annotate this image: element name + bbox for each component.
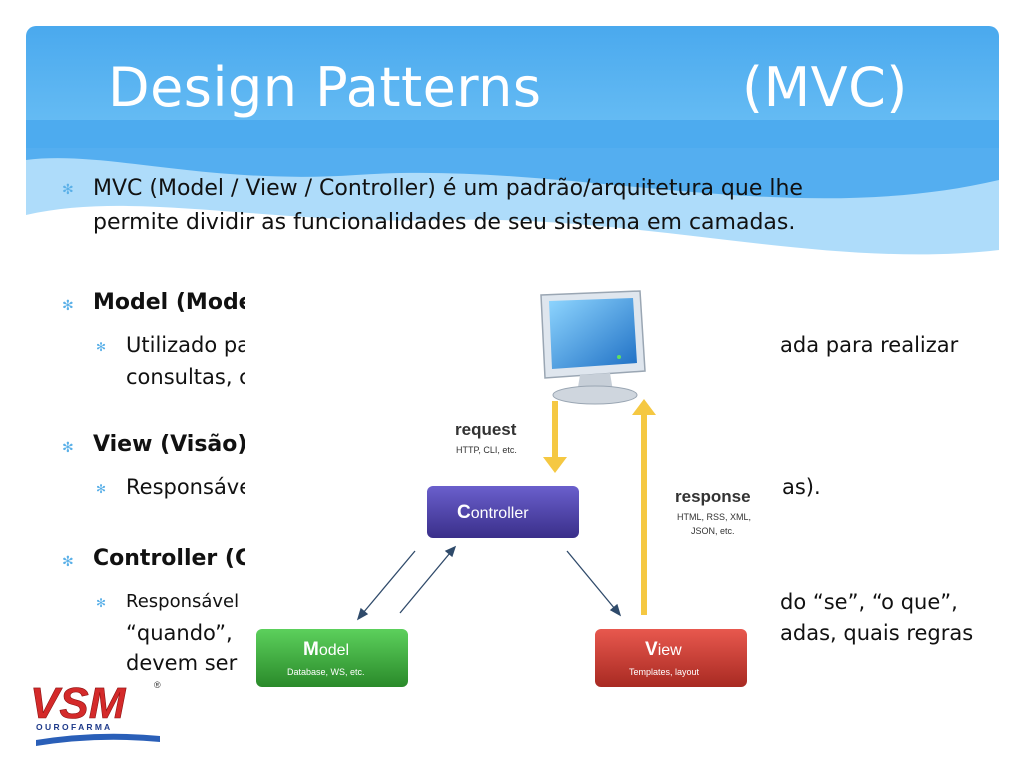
request-arrow-head: [543, 457, 567, 473]
controller-desc-left: Responsável: [126, 591, 240, 612]
view-box: View Templates, layout: [595, 629, 747, 687]
logo-subtitle: O U R O F A R M A: [36, 722, 110, 732]
logo-registered: ®: [154, 680, 161, 690]
sub-bullet-icon: ✻: [96, 340, 107, 354]
mvc-diagram-svg: request HTTP, CLI, etc. response HTML, R…: [256, 290, 751, 687]
mvc-diagram: request HTTP, CLI, etc. response HTML, R…: [245, 283, 780, 703]
model-sublabel: Database, WS, etc.: [287, 667, 365, 677]
model-desc-right: ada para realizar: [780, 333, 959, 357]
controller-desc-line2-left: “quando”,: [126, 621, 233, 645]
request-sublabel: HTTP, CLI, etc.: [456, 445, 517, 455]
logo-swoosh: [36, 733, 160, 746]
intro-text: MVC (Model / View / Controller) é um pad…: [93, 172, 963, 240]
controller-heading: Controller (C: [93, 546, 252, 571]
response-arrow-head: [632, 399, 656, 415]
bullet-icon: ✻: [62, 182, 74, 198]
model-initial: M: [303, 639, 319, 660]
svg-text:Model: Model: [303, 639, 349, 660]
view-sublabel: Templates, layout: [629, 667, 700, 677]
bullet-icon: ✻: [62, 298, 74, 314]
response-label: response: [675, 487, 751, 506]
controller-box: Controller: [427, 486, 579, 538]
view-initial: V: [645, 639, 658, 660]
controller-desc-line3: devem ser a: [126, 651, 257, 675]
model-desc-line2: consultas, c: [126, 365, 251, 389]
sub-bullet-icon: ✻: [96, 596, 107, 610]
computer-monitor-icon: [540, 290, 646, 405]
model-box: Model Database, WS, etc.: [256, 629, 408, 687]
controller-model-arrows: [356, 545, 457, 621]
bullet-icon: ✻: [62, 440, 74, 456]
request-arrow: [552, 401, 558, 459]
response-arrow: [641, 413, 647, 615]
controller-label: ontroller: [471, 505, 529, 522]
controller-initial: C: [457, 502, 471, 523]
model-label: odel: [319, 642, 349, 659]
vsm-ourofarma-logo: VSM ® O U R O F A R M A: [28, 676, 168, 756]
logo-svg: VSM ® O U R O F A R M A: [30, 679, 161, 746]
view-desc-left: Responsáve: [126, 475, 253, 499]
response-sublabel-2: JSON, etc.: [691, 526, 735, 536]
controller-desc-right: do “se”, “o que”,: [780, 590, 958, 614]
request-label: request: [455, 420, 517, 439]
intro-line-1: MVC (Model / View / Controller) é um pad…: [93, 176, 803, 201]
response-sublabel-1: HTML, RSS, XML,: [677, 512, 751, 522]
model-heading: Model (Mode: [93, 290, 254, 315]
view-label: iew: [658, 642, 682, 659]
sub-bullet-icon: ✻: [96, 482, 107, 496]
view-desc-right: as).: [782, 475, 821, 499]
slide-title: Design Patterns: [108, 56, 542, 119]
view-heading: View (Visão): [93, 432, 248, 457]
intro-line-2: permite dividir as funcionalidades de se…: [93, 210, 796, 235]
controller-desc-line2-right: adas, quais regras: [780, 621, 974, 645]
slide-title-mvc: (MVC): [742, 56, 908, 119]
model-desc-left: Utilizado pa: [126, 333, 251, 357]
svg-text:Controller: Controller: [457, 502, 529, 523]
logo-mark: VSM: [30, 679, 127, 728]
svg-text:View: View: [645, 639, 682, 660]
header-wave: [26, 120, 999, 255]
controller-view-arrow: [566, 550, 622, 617]
bullet-icon: ✻: [62, 554, 74, 570]
